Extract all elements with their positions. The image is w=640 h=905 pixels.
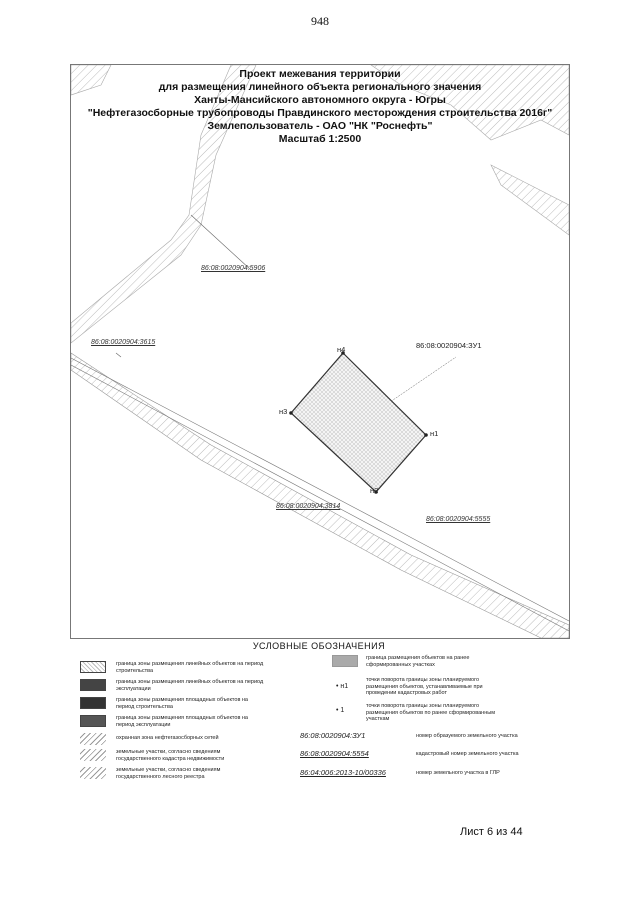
- legend-marker-n1: • н1: [336, 683, 349, 690]
- legend-text-linear-construction: граница зоны размещения линейных объекто…: [116, 661, 264, 674]
- map-title-line-1: Проект межевания территории: [239, 68, 401, 80]
- map-scale: Масштаб 1:2500: [278, 133, 362, 145]
- parcel-label-3615: 86:08:0020904:3615: [91, 339, 156, 346]
- legend-text-area-operation: граница зоны размещения площадных объект…: [116, 715, 248, 728]
- legend-text-area-construction: граница зоны размещения площадных объект…: [116, 697, 248, 710]
- map-title-line-3: Ханты-Мансийского автономного округа - Ю…: [194, 94, 446, 106]
- legend-sample-new-parcel: 86:08:0020904:ЗУ1: [300, 731, 366, 740]
- point-label-n2: н2: [370, 486, 379, 495]
- parcel-zu1[interactable]: [290, 352, 427, 493]
- map-canvas: [71, 65, 569, 638]
- leader-line: [370, 356, 457, 416]
- legend-desc-cadastral: кадастровый номер земельного участка: [416, 751, 519, 757]
- map-title-line-2: для размещения линейного объекта региона…: [158, 81, 482, 93]
- point-label-n3: н3: [279, 407, 288, 416]
- legend-text-cadastre: земельные участки, согласно сведениям го…: [116, 749, 225, 762]
- legend-marker-1: • 1: [336, 707, 345, 714]
- legend-swatch-existing-parcels: [332, 655, 358, 667]
- legend-text-linear-operation: граница зоны размещения линейных объекто…: [116, 679, 264, 692]
- legend-swatch-linear-operation: [80, 679, 106, 691]
- legend-text-protection-zone: охранная зона нефтегазосборных сетей: [116, 735, 219, 741]
- map-title-line-4: "Нефтегазосборные трубопроводы Правдинск…: [87, 107, 553, 119]
- parcel-label-zu1: 86:08:0020904:ЗУ1: [416, 341, 482, 350]
- road-corridor-hatch: [71, 65, 257, 344]
- legend-sample-cadastral: 86:08:0020904:5554: [300, 749, 369, 758]
- parcel-label-5555: 86:08:0020904:5555: [426, 516, 491, 523]
- legend-text-forest-registry: земельные участки, согласно сведениям го…: [116, 767, 221, 780]
- legend-swatch-protection-zone: [80, 733, 106, 745]
- sheet-number: Лист 6 из 44: [460, 826, 523, 838]
- turn-point-n2: [374, 490, 378, 494]
- leader-line: [190, 214, 252, 271]
- legend-text-existing-parcels: граница размещения объектов на ранее сфо…: [366, 655, 470, 668]
- turn-point-n4: [341, 351, 345, 355]
- legend-swatch-linear-construction: [80, 661, 106, 673]
- pipeline-line: [71, 357, 569, 622]
- parcel-label-5906: 86:08:0020904:5906: [201, 265, 266, 272]
- leader-line: [115, 352, 122, 358]
- parcel-label-3814: 86:08:0020904:3814: [276, 503, 341, 510]
- legend-text-existing-turn-points: точки поворота границы зоны планируемого…: [366, 703, 495, 723]
- point-label-n1: н1: [430, 429, 439, 438]
- legend-title: УСЛОВНЫЕ ОБОЗНАЧЕНИЯ: [252, 641, 386, 651]
- turn-point-n1: [424, 433, 428, 437]
- legend-swatch-area-construction: [80, 697, 106, 709]
- map-title-line-5: Землепользователь - ОАО "НК "Роснефть": [207, 120, 433, 132]
- legend: УСЛОВНЫЕ ОБОЗНАЧЕНИЯ граница зоны размещ…: [70, 637, 568, 787]
- map-frame: Проект межевания территории для размещен…: [70, 64, 570, 639]
- point-label-n4: н4: [337, 345, 346, 354]
- pipeline-corridor: [71, 352, 569, 638]
- legend-desc-forest: номер земельного участка в ГЛР: [416, 770, 500, 776]
- forest-zone-top-left: [71, 65, 112, 96]
- legend-text-new-turn-points: точки поворота границы зоны планируемого…: [366, 677, 483, 697]
- page-number: 948: [311, 14, 329, 28]
- legend-desc-new-parcel: номер образуемого земельного участка: [416, 733, 518, 739]
- pipeline-line: [71, 364, 569, 632]
- corridor-right-top: [490, 164, 569, 236]
- legend-marker-1-label: 1: [340, 707, 345, 714]
- legend-swatch-area-operation: [80, 715, 106, 727]
- turn-point-n3: [289, 411, 293, 415]
- legend-swatch-cadastre: [80, 749, 106, 761]
- legend-sample-forest: 86:04:006:2013-10/00336: [300, 768, 386, 777]
- legend-marker-n1-label: н1: [340, 683, 349, 690]
- legend-swatch-forest-registry: [80, 767, 106, 779]
- forest-zone-top-right: [370, 65, 569, 141]
